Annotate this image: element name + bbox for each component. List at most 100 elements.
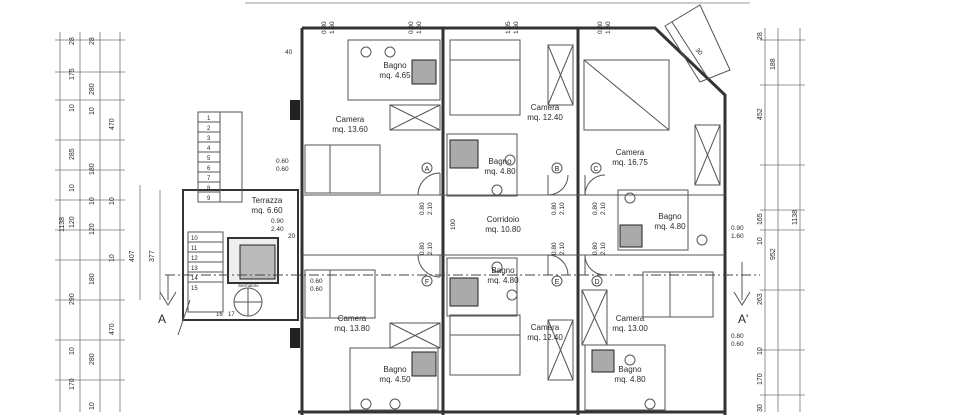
dim-label: 452: [757, 108, 764, 120]
stair-number: 13: [191, 266, 198, 272]
dim-label: 20: [288, 233, 296, 240]
room-area: mq. 16.75: [612, 158, 648, 167]
room-name: Camera: [531, 103, 560, 112]
stair-number: 1: [207, 116, 211, 122]
section-marks: [159, 262, 751, 306]
stair-number: 9: [207, 196, 211, 202]
dim-label: 180: [89, 163, 96, 175]
opening-dim: 0.802.10: [592, 242, 607, 255]
opening-dim: 0.802.10: [551, 202, 566, 215]
room-area: mq. 12.40: [527, 333, 563, 342]
dim-label: 10: [69, 184, 76, 192]
dim-label: 280: [89, 83, 96, 95]
opening-dim: 0.801.60: [597, 21, 612, 34]
dim-label: 407: [129, 250, 136, 262]
room-name: Camera: [336, 115, 365, 124]
room-name: Camera: [616, 314, 645, 323]
main-walls: [290, 26, 727, 415]
dim-label: 175: [69, 68, 76, 80]
stair-step-numbers: 1 2 3 4 5 6 7 8 9 10 11 12 13 14 15 16 1…: [191, 116, 235, 318]
dim-label: 470: [109, 323, 116, 335]
opening-dimensions: 0.801.60 0.901.60 1.051.60 0.801.60 0.60…: [271, 21, 744, 348]
dim-label: 377: [149, 250, 156, 262]
stair-number: 7: [207, 176, 211, 182]
room-name: Bagno: [383, 365, 407, 374]
stair-number: 12: [191, 256, 198, 262]
room-name: Bagno: [618, 365, 642, 374]
left-dimension-lines: [55, 32, 161, 412]
room-area: mq. 4.65: [379, 71, 411, 80]
dim-label: 10: [757, 237, 764, 245]
dim-label: 30: [693, 47, 703, 57]
room-name: Camera: [616, 148, 645, 157]
stair-number: 10: [191, 236, 198, 242]
opening-dim: 0.801.60: [321, 21, 336, 34]
dim-label: 100: [450, 219, 457, 230]
right-dimension-labels: 28 188 452 1138 952 165 10 263 170 10 30: [757, 32, 799, 412]
dim-label: 28: [89, 37, 96, 45]
door-swings: [417, 172, 606, 278]
room-name: Corridoio: [487, 215, 520, 224]
dim-label: 952: [770, 248, 777, 260]
dim-label: 470: [109, 118, 116, 130]
beds: [304, 39, 714, 376]
opening-dim: 1.051.60: [505, 21, 520, 34]
dim-label: 28: [757, 32, 764, 40]
stair-number: 8: [207, 186, 211, 192]
door-label: F: [425, 279, 429, 286]
room-name: Bagno: [491, 266, 515, 275]
bathroom-fixtures: [360, 46, 708, 410]
stair-number: 11: [191, 246, 198, 252]
stair-number: 2: [207, 126, 211, 132]
stair-number: 3: [207, 136, 211, 142]
room-area: mq. 4.50: [379, 375, 411, 384]
door-label: D: [594, 279, 599, 286]
dim-label: 170: [69, 378, 76, 390]
dim-label: 10: [109, 197, 116, 205]
room-name: Camera: [531, 323, 560, 332]
room-area: mq. 4.80: [484, 167, 516, 176]
dim-label: 285: [69, 148, 76, 160]
dim-label: 10: [69, 104, 76, 112]
room-area: mq. 13.60: [332, 125, 368, 134]
opening-dim: 0.802.10: [419, 202, 434, 215]
right-dimension-lines: [760, 28, 805, 412]
wardrobes: [389, 44, 721, 381]
room-name: Bagno: [658, 212, 682, 221]
dim-label: 10: [89, 197, 96, 205]
room-name: Bagno: [383, 61, 407, 70]
dim-label: 280: [89, 353, 96, 365]
stair-number: 17: [228, 312, 235, 318]
room-area: mq. 13.00: [612, 324, 648, 333]
room-labels: Bagno mq. 4.65 Camera mq. 12.40 Camera m…: [332, 61, 686, 384]
bay-window: [664, 4, 731, 83]
dim-label: 1138: [59, 217, 66, 232]
dim-label: 180: [89, 273, 96, 285]
opening-dim: 0.802.10: [551, 242, 566, 255]
dim-label: 10: [109, 254, 116, 262]
room-area: mq. 4.80: [487, 276, 519, 285]
door-label: C: [593, 166, 598, 173]
dim-label: 170: [757, 373, 764, 385]
dim-label: 10: [757, 347, 764, 355]
dim-label: 10: [89, 107, 96, 115]
door-markers: A B C D E F: [421, 162, 603, 287]
left-dimension-labels: 28 175 28 280 10 470 285 10 180 10 120 1…: [59, 37, 156, 410]
door-label: A: [425, 166, 430, 173]
room-area: mq. 12.40: [527, 113, 563, 122]
door-label: E: [555, 279, 560, 286]
room-area: mq. 10.80: [485, 225, 521, 234]
dim-label: 30: [757, 404, 764, 412]
dim-label: 28: [69, 37, 76, 45]
stair-number: 14: [191, 276, 198, 282]
dim-label: 290: [69, 293, 76, 305]
door-label: B: [555, 166, 560, 173]
dim-label: 1138: [792, 210, 799, 225]
stair-note: Sermatolo: [238, 283, 259, 288]
terrace-area: mq. 6.60: [251, 206, 283, 215]
